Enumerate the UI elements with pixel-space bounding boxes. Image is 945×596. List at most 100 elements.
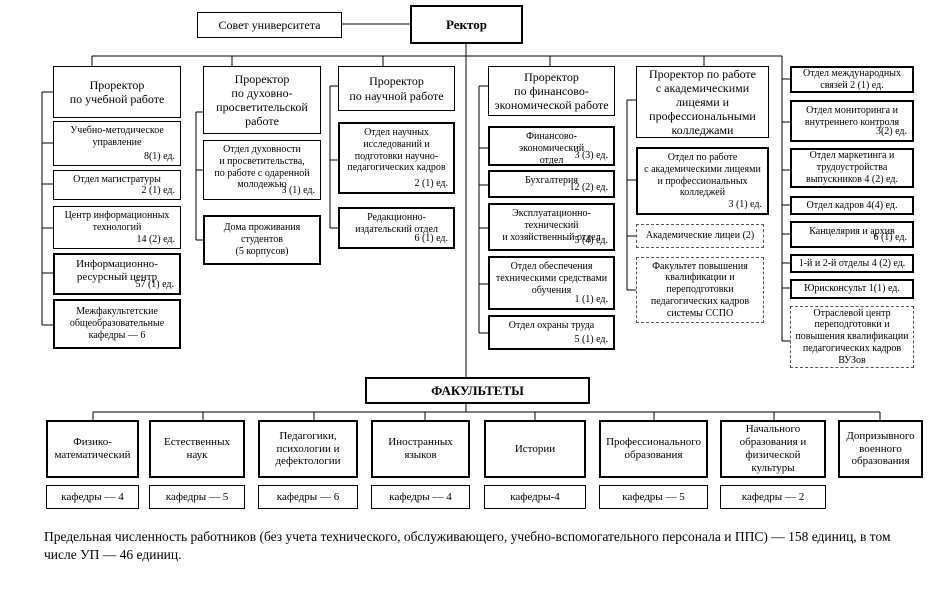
faculty-name: Допризывного военного образования [846, 429, 915, 468]
faculty-primary-education: Начального образования и физической куль… [720, 420, 826, 478]
prorector-science-label: Проректор по научной работе [349, 74, 444, 103]
unit-technical-means-department: Отдел обеспечения техническими средствам… [488, 256, 615, 310]
prorector-academic-box: Проректор по учебной работе [53, 66, 181, 118]
faculty-name: Естественных наук [164, 436, 230, 461]
prorector-science-box: Проректор по научной работе [338, 66, 455, 111]
faculty-depts: кафедры — 6 [276, 490, 340, 503]
faculty-natural-sciences-depts: кафедры — 5 [149, 485, 245, 509]
faculty-depts: кафедры-4 [510, 490, 560, 503]
unit-label: 1-й и 2-й отделы 4 (2) ед. [798, 257, 906, 269]
unit-label: Отдел охраны труда [508, 320, 595, 331]
faculty-military-education: Допризывного военного образования [838, 420, 923, 478]
faculty-pedagogy: Педагогики, психологии и дефектологии [258, 420, 358, 478]
unit-count: 57 (1) ед. [135, 279, 174, 291]
unit-count: 8(1) ед. [143, 151, 175, 163]
faculty-foreign-languages: Иностранных языков [371, 420, 470, 478]
unit-maintenance-department: Эксплуатационно- технический и хозяйстве… [488, 203, 615, 251]
unit-label: Отдел научных исследований и подготовки … [347, 127, 446, 174]
unit-label: Финансово-экономический отдел [518, 131, 585, 166]
faculty-primary-education-depts: кафедры — 2 [720, 485, 826, 509]
unit-publishing-department: Редакционно- издательский отдел 6 (1) ед… [338, 207, 455, 249]
unit-label: Эксплуатационно- технический и хозяйстве… [502, 208, 601, 243]
rector-box: Ректор [410, 5, 523, 44]
unit-count: 5 (4) ед. [574, 235, 608, 247]
faculty-name: Педагогики, психологии и дефектологии [275, 429, 341, 468]
prorector-academic-label: Проректор по учебной работе [69, 77, 165, 106]
faculty-name: Истории [514, 442, 556, 455]
unit-label: Информационно- ресурсный центр [76, 258, 158, 283]
prorector-spiritual-label: Проректор по духовно- просветительской р… [216, 71, 308, 129]
unit-label: Бухгалтерия [525, 175, 578, 186]
unit-count: 6 (1) ед. [873, 232, 907, 244]
faculty-vocational-education: Профессионального образования [599, 420, 708, 478]
monitoring-control-box: Отдел мониторинга и внутреннего контроля… [790, 100, 914, 142]
faculty-name: Физико- математический [54, 436, 131, 461]
unit-label: Отдел кадров 4(4) ед. [806, 199, 898, 211]
unit-count: 12 (2) ед. [569, 182, 608, 194]
unit-label: Редакционно- издательский отдел [355, 212, 438, 235]
unit-research-department: Отдел научных исследований и подготовки … [338, 122, 455, 194]
prorector-lyceums-label: Проректор по работе с академическими лиц… [648, 66, 756, 138]
faculty-depts: кафедры — 4 [61, 490, 124, 503]
unit-label: Отдел по работе с академическими лицеями… [644, 152, 761, 199]
academic-lyceums-box: Академические лицеи (2) [636, 224, 764, 248]
unit-finance-department: Финансово-экономический отдел 3 (3) ед. [488, 126, 615, 166]
unit-count: 2 (1) ед. [414, 178, 448, 190]
unit-label: Дома проживания студентов (5 корпусов) [223, 222, 301, 257]
faculty-vocational-education-depts: кафедры — 5 [599, 485, 708, 509]
faculty-natural-sciences: Естественных наук [149, 420, 245, 478]
faculties-header: ФАКУЛЬТЕТЫ [365, 377, 590, 404]
unit-label: Отдел международных связей 2 (1) ед. [803, 67, 901, 91]
academic-lyceums-label: Академические лицеи (2) [645, 230, 755, 242]
unit-count: 6 (1) ед. [414, 233, 448, 245]
first-second-departments-box: 1-й и 2-й отделы 4 (2) ед. [790, 254, 914, 273]
unit-label: Отдел обеспечения техническими средствам… [495, 261, 608, 296]
unit-count: 1 (1) ед. [574, 294, 608, 306]
unit-label: Отдел магистратуры [73, 174, 161, 185]
prorector-spiritual-box: Проректор по духовно- просветительской р… [203, 66, 321, 134]
unit-count: 3(2) ед. [875, 126, 907, 138]
unit-label: Отдел мониторинга и внутреннего контроля [804, 105, 900, 128]
unit-spirituality-department: Отдел духовности и просветительства, по … [203, 140, 321, 200]
faculty-foreign-languages-depts: кафедры — 4 [371, 485, 470, 509]
unit-labor-safety-department: Отдел охраны труда 5 (1) ед. [488, 315, 615, 350]
unit-methodical-management: Учебно-методическое управление 8(1) ед. [53, 121, 181, 166]
faculty-history-depts: кафедры-4 [484, 485, 586, 509]
international-relations-box: Отдел международных связей 2 (1) ед. [790, 66, 914, 93]
hr-department-box: Отдел кадров 4(4) ед. [790, 196, 914, 215]
unit-info-resource-center: Информационно- ресурсный центр 57 (1) ед… [53, 253, 181, 295]
prorector-finance-box: Проректор по финансово- экономической ра… [488, 66, 615, 116]
faculty-pedagogy-depts: кафедры — 6 [258, 485, 358, 509]
unit-label: Отдел духовности и просветительства, по … [214, 144, 310, 191]
faculty-physics-math-depts: кафедры — 4 [46, 485, 139, 509]
faculty-physics-math: Физико- математический [46, 420, 139, 478]
university-council-box: Совет университета [197, 12, 342, 38]
faculty-name: Иностранных языков [388, 436, 453, 461]
prorector-finance-label: Проректор по финансово- экономической ра… [494, 69, 609, 113]
faculties-header-label: ФАКУЛЬТЕТЫ [431, 382, 524, 398]
unit-accounting: Бухгалтерия 12 (2) ед. [488, 170, 615, 198]
legal-adviser-box: Юрисконсульт 1(1) ед. [790, 279, 914, 299]
faculty-depts: кафедры — 2 [741, 490, 805, 503]
marketing-employment-box: Отдел маркетинга и трудоустройства выпус… [790, 148, 914, 188]
unit-it-center: Центр информационных технологий 14 (2) е… [53, 206, 181, 249]
industry-retraining-center-box: Отраслевой центр переподготовки и повыше… [790, 306, 914, 368]
unit-lyceums-department: Отдел по работе с академическими лицеями… [636, 147, 769, 215]
unit-count: 5 (1) ед. [574, 334, 608, 346]
unit-label: Межфакультетские общеобразовательные каф… [69, 306, 165, 341]
prorector-lyceums-box: Проректор по работе с академическими лиц… [636, 66, 769, 138]
unit-count: 2 (1) ед. [141, 185, 175, 197]
staff-limit-footnote: Предельная численность работников (без у… [44, 529, 891, 562]
unit-count: 14 (2) ед. [136, 234, 175, 246]
university-council-label: Совет университета [218, 17, 321, 32]
chancellery-archive-box: Канцелярия и архив 6 (1) ед. [790, 221, 914, 248]
unit-interfaculty-departments: Межфакультетские общеобразовательные каф… [53, 299, 181, 349]
unit-label: Канцелярия и архив [809, 226, 895, 237]
unit-masters-department: Отдел магистратуры 2 (1) ед. [53, 170, 181, 200]
unit-label: Юрисконсульт 1(1) ед. [804, 283, 900, 295]
unit-student-dormitories: Дома проживания студентов (5 корпусов) [203, 215, 321, 265]
faculty-name: Профессионального образования [606, 436, 701, 461]
rector-label: Ректор [446, 16, 487, 32]
faculty-history: Истории [484, 420, 586, 478]
